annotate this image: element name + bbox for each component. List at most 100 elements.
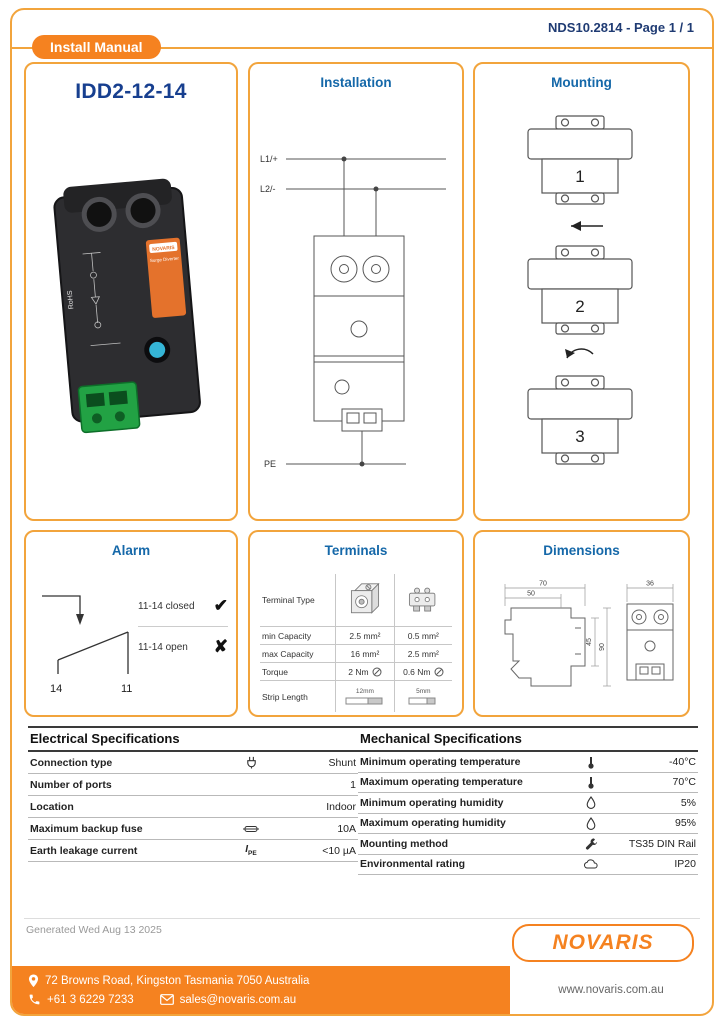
- dim-36: 36: [646, 581, 654, 588]
- l2-label: L2/-: [260, 184, 276, 194]
- dimensions-drawing: 70 50 36 45 90: [504, 581, 674, 687]
- document-reference: NDS10.2814 - Page 1 / 1: [548, 20, 694, 35]
- min-capacity-label: min Capacity: [262, 630, 312, 641]
- spec-label: Connection type: [30, 756, 113, 769]
- strip-length-plug-value: 5mm: [416, 687, 431, 695]
- mechanical-specs-title: Mechanical Specifications: [358, 726, 698, 752]
- max-capacity-label: max Capacity: [262, 648, 314, 659]
- terminal-type-row: Terminal Type: [260, 574, 452, 627]
- cloud-icon: [574, 859, 608, 869]
- alarm-closed-row: 11-14 closed ✔: [138, 586, 228, 626]
- dim-70: 70: [539, 581, 547, 588]
- terminals-title: Terminals: [324, 543, 388, 558]
- dimensions-panel: Dimensions: [473, 530, 690, 717]
- spec-value: IP20: [674, 858, 696, 871]
- cross-icon: ✘: [213, 637, 228, 656]
- envelope-icon: [159, 994, 174, 1005]
- spec-label: Environmental rating: [360, 858, 466, 871]
- document-frame: NDS10.2814 - Page 1 / 1 Install Manual I…: [10, 8, 714, 1016]
- spec-label: Location: [30, 800, 74, 813]
- mounting-steps-diagram: 1 2 3: [527, 115, 633, 465]
- alarm-open-label: 11-14 open: [138, 641, 188, 653]
- dim-90: 90: [599, 643, 606, 651]
- spec-row-backup-fuse: Maximum backup fuse 10A: [28, 818, 358, 840]
- terminal-14-label: 14: [50, 683, 62, 695]
- dim-50: 50: [527, 591, 535, 598]
- footer-website-area: www.novaris.com.au: [510, 966, 712, 1014]
- spec-row-number-of-ports: Number of ports 1: [28, 774, 358, 796]
- email-link[interactable]: sales@novaris.com.au: [179, 993, 297, 1006]
- torque-screw-value: 2 Nm: [348, 666, 369, 677]
- test-button: [149, 341, 166, 358]
- novaris-logo: NOVARIS: [512, 924, 694, 962]
- spec-row-min-humidity: Minimum operating humidity 5%: [358, 793, 698, 814]
- plug-terminal-cell: [393, 574, 452, 626]
- screw-head-icon: [434, 667, 443, 676]
- strip-length-screw-value: 12mm: [355, 687, 374, 695]
- spec-row-location: Location Indoor: [28, 796, 358, 818]
- alarm-title: Alarm: [111, 543, 151, 558]
- dim-45: 45: [586, 638, 593, 646]
- spec-value: 70°C: [672, 776, 696, 789]
- ipe-subscript: PE: [248, 850, 257, 857]
- install-manual-badge: Install Manual: [32, 35, 161, 59]
- spec-row-earth-leakage: Earth leakage current IPE <10 µA: [28, 840, 358, 862]
- max-capacity-row: max Capacity 16 mm² 2.5 mm²: [260, 645, 452, 663]
- wire-strip-icon: [408, 697, 436, 704]
- installation-panel: Installation: [248, 62, 464, 521]
- phone-icon: [29, 994, 40, 1005]
- wire-strip-icon: [345, 697, 383, 704]
- schematic-print: [82, 252, 121, 347]
- location-pin-icon: [28, 973, 39, 987]
- alarm-open-row: 11-14 open ✘: [138, 626, 228, 667]
- thermometer-icon: [574, 755, 608, 769]
- spec-value: -40°C: [669, 755, 696, 768]
- max-capacity-plug: 2.5 mm²: [393, 645, 452, 662]
- spec-row-mounting-method: Mounting method TS35 DIN Rail: [358, 834, 698, 855]
- spec-label: Maximum operating temperature: [360, 776, 523, 789]
- spec-label: Earth leakage current: [30, 844, 138, 857]
- step-3-number: 3: [575, 427, 584, 446]
- alarm-closed-label: 11-14 closed: [138, 600, 195, 612]
- torque-row: Torque 2 Nm 0.6 Nm: [260, 663, 452, 681]
- electrical-specifications: Electrical Specifications Connection typ…: [28, 726, 358, 862]
- alarm-panel: Alarm 14 11 11-14 closed ✔ 11-14 open ✘: [24, 530, 238, 717]
- pe-label: PE: [264, 459, 276, 469]
- slide-arrow-icon: [571, 221, 603, 231]
- dimensions-title: Dimensions: [543, 543, 620, 558]
- min-capacity-screw: 2.5 mm²: [335, 627, 393, 644]
- plug-icon: [234, 756, 268, 769]
- product-photo: NOVARIS Surge Diverter RoHS: [53, 178, 201, 434]
- terminals-panel: Terminals Terminal Type: [248, 530, 464, 717]
- torque-plug-value: 0.6 Nm: [403, 666, 431, 677]
- novaris-logo-text: NOVARIS: [552, 931, 654, 954]
- mechanical-specifications: Mechanical Specifications Minimum operat…: [358, 726, 698, 875]
- spec-value: Shunt: [328, 756, 356, 769]
- screw-terminal-icon: [350, 582, 380, 614]
- spec-label: Minimum operating humidity: [360, 796, 504, 809]
- spec-label: Minimum operating temperature: [360, 755, 521, 768]
- footer-divider: [24, 918, 700, 919]
- spec-label: Mounting method: [360, 837, 449, 850]
- phone-text: +61 3 6229 7233: [47, 993, 134, 1006]
- spec-row-environmental-rating: Environmental rating IP20: [358, 855, 698, 875]
- installation-title: Installation: [320, 75, 392, 90]
- droplet-icon: [574, 816, 608, 830]
- thermometer-icon: [574, 775, 608, 789]
- spec-value: 10A: [337, 822, 356, 835]
- address-text: 72 Browns Road, Kingston Tasmania 7050 A…: [45, 974, 310, 987]
- spec-value: Indoor: [326, 800, 356, 813]
- spec-label: Maximum backup fuse: [30, 822, 143, 835]
- screw-terminal-cell: [335, 574, 393, 626]
- droplet-icon: [574, 796, 608, 810]
- spec-value: 5%: [680, 796, 696, 809]
- plug-terminal-icon: [409, 587, 436, 612]
- step-1-number: 1: [575, 167, 584, 186]
- ipe-current-icon: IPE: [234, 844, 268, 857]
- spec-value: 95%: [674, 817, 696, 830]
- header-rule: [12, 47, 712, 49]
- website-link[interactable]: www.novaris.com.au: [558, 984, 664, 996]
- contact-info: 72 Browns Road, Kingston Tasmania 7050 A…: [28, 971, 309, 1009]
- product-title: IDD2-12-14: [75, 80, 187, 103]
